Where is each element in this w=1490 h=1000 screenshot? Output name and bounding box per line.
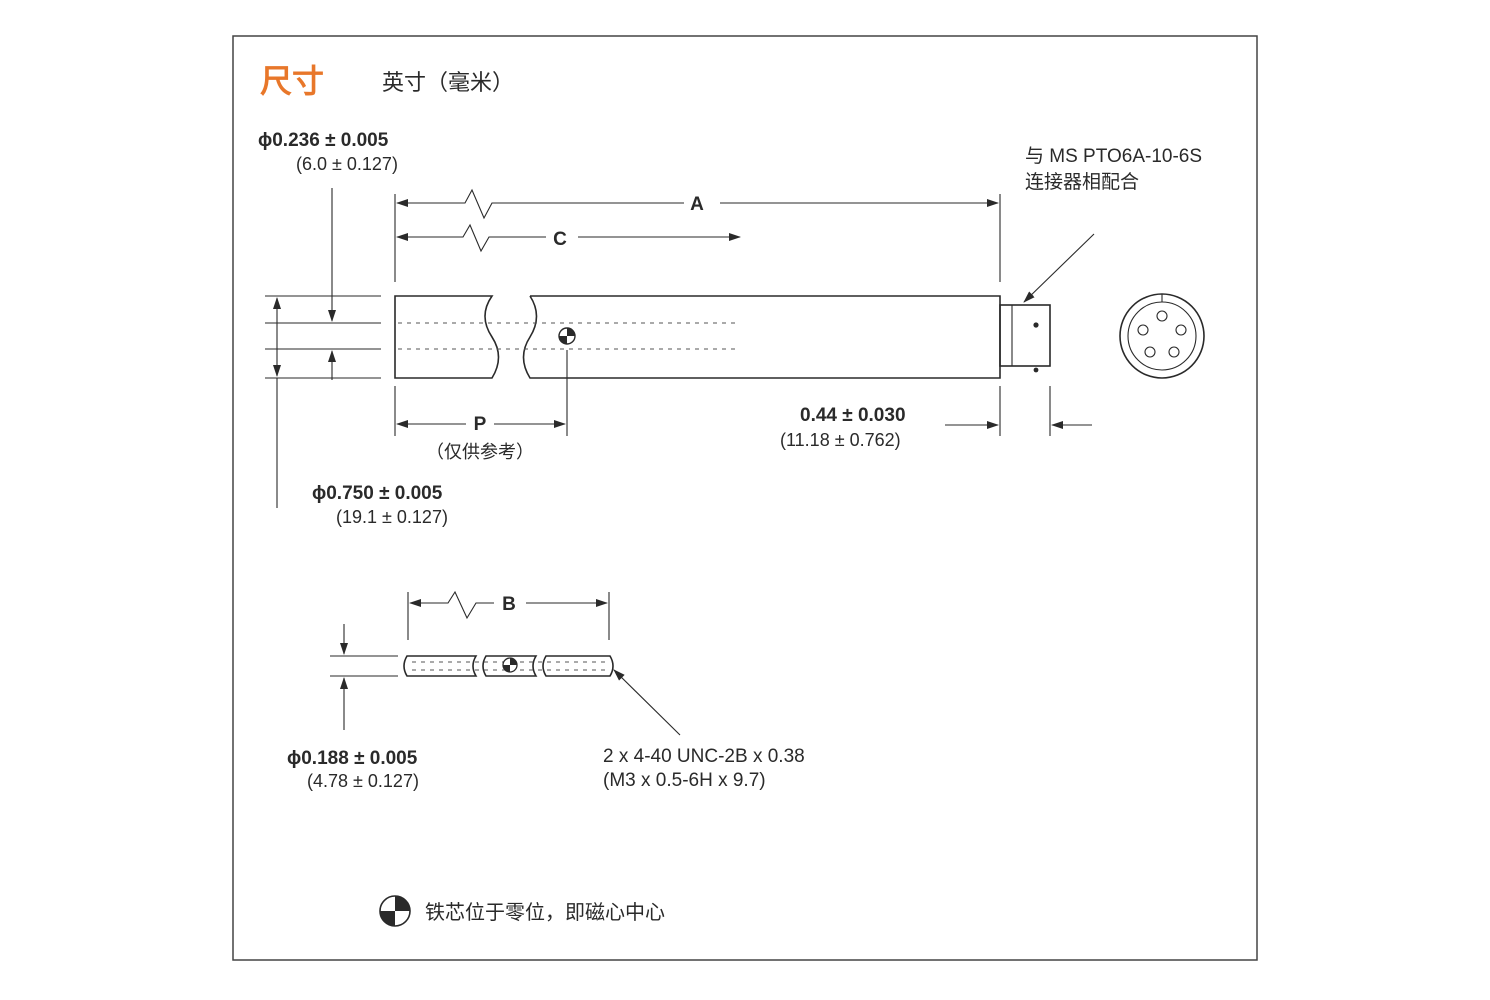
sensor-body — [394, 295, 1001, 379]
core-center-symbol — [558, 327, 576, 345]
core-rod — [403, 655, 614, 677]
rod-dia-mm: (4.78 ± 0.127) — [307, 771, 419, 791]
thread-line2: (M3 x 0.5-6H x 9.7) — [603, 770, 766, 791]
rod-center-symbol — [502, 657, 518, 673]
page-title: 尺寸 — [260, 62, 324, 100]
units-subtitle: 英寸（毫米） — [382, 70, 514, 95]
conn-len-inch: 0.44 ± 0.030 — [800, 405, 906, 426]
center-of-gravity-icon — [379, 895, 411, 927]
body-dia-mm: (19.1 ± 0.127) — [336, 507, 448, 527]
rod-dia-inch: ϕ0.188 ± 0.005 — [287, 748, 418, 769]
dim-p-label: P — [474, 414, 487, 435]
thread-line1: 2 x 4-40 UNC-2B x 0.38 — [603, 746, 805, 767]
dim-c-label: C — [553, 229, 567, 250]
dim-a-label: A — [690, 194, 704, 215]
small-dia-inch: ϕ0.236 ± 0.005 — [258, 130, 389, 151]
small-dia-mm: (6.0 ± 0.127) — [296, 154, 398, 174]
connector-note-line2: 连接器相配合 — [1025, 171, 1139, 193]
thread-leader — [613, 669, 681, 736]
connector-note-line1: 与 MS PTO6A-10-6S — [1025, 145, 1202, 167]
connector-stub — [999, 304, 1051, 373]
connector-end-view — [1119, 293, 1205, 379]
drawing-frame — [232, 35, 1258, 961]
connector-leader — [1023, 233, 1095, 303]
conn-len-mm: (11.18 ± 0.762) — [780, 430, 901, 450]
legend-text: 铁芯位于零位，即磁心中心 — [425, 901, 665, 924]
body-dia-inch: ϕ0.750 ± 0.005 — [312, 483, 443, 504]
dim-p-note: （仅供参考） — [426, 442, 534, 462]
dim-b-label: B — [502, 594, 516, 615]
